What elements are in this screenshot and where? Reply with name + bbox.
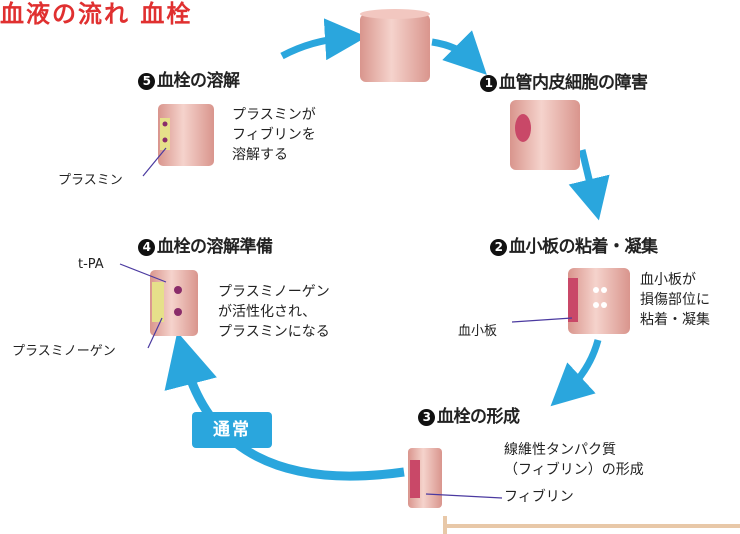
- step5-title-text: 血栓の溶解: [157, 71, 240, 91]
- step1-title-text: 血管内皮細胞の障害: [499, 73, 648, 93]
- step2-desc-line: 血小板が: [640, 272, 696, 288]
- step2-desc-line: 粘着・凝集: [640, 312, 710, 328]
- step5-desc-line: プラスミンが: [232, 107, 316, 123]
- arrow-5-to-top: [280, 18, 367, 61]
- vessel-image-step2: [511, 268, 630, 334]
- step2-title-text: 血小板の粘着・凝集: [509, 237, 658, 257]
- label-tpa: t-PA: [78, 257, 104, 272]
- label-fibrin: フィブリン: [504, 489, 574, 505]
- vessel-image-step4: [119, 263, 198, 349]
- vessel-image-step5: [142, 104, 214, 177]
- step4-desc: プラスミノーゲン が活性化され、 プラスミンになる: [218, 282, 330, 342]
- header-fragment: 血液の流れ 血栓: [0, 0, 193, 28]
- step4-desc-line: プラスミンになる: [218, 324, 330, 340]
- step5-desc-line: フィブリンを: [232, 127, 316, 143]
- step4-title-text: 血栓の溶解準備: [157, 237, 273, 257]
- step1-number: 1: [480, 75, 497, 92]
- arrow-top-to-1: [431, 30, 487, 75]
- arrow-1-to-2: [568, 149, 610, 221]
- step5-desc: プラスミンが フィブリンを 溶解する: [232, 105, 316, 165]
- label-plasminogen: プラスミノーゲン: [12, 344, 116, 359]
- step5-number: 5: [138, 73, 155, 90]
- step2-number: 2: [490, 239, 507, 256]
- arrow-2-to-3: [550, 339, 602, 407]
- step3-number: 3: [418, 409, 435, 426]
- step3-desc-line: （フィブリン）の形成: [504, 462, 644, 478]
- step2-desc-line: 損傷部位に: [640, 292, 710, 308]
- step4-number: 4: [138, 239, 155, 256]
- label-platelet: 血小板: [458, 324, 498, 339]
- normal-badge: 通常: [192, 412, 272, 448]
- arrow-3-to-4: [164, 331, 405, 481]
- step5-desc-line: 溶解する: [232, 147, 288, 163]
- vessel-image-top: [360, 9, 430, 82]
- label-plasmin: プラスミン: [58, 173, 123, 188]
- step2-desc: 血小板が 損傷部位に 粘着・凝集: [640, 270, 710, 330]
- step4-desc-line: プラスミノーゲン: [218, 284, 330, 300]
- step4-desc-line: が活性化され、: [218, 304, 317, 320]
- step3-title-text: 血栓の形成: [437, 407, 520, 427]
- vessel-image-step1: [510, 100, 580, 170]
- step3-desc-line: 線維性タンパク質: [504, 442, 616, 458]
- step3-desc: 線維性タンパク質 （フィブリン）の形成: [504, 440, 644, 480]
- vessel-image-step3: [408, 448, 503, 508]
